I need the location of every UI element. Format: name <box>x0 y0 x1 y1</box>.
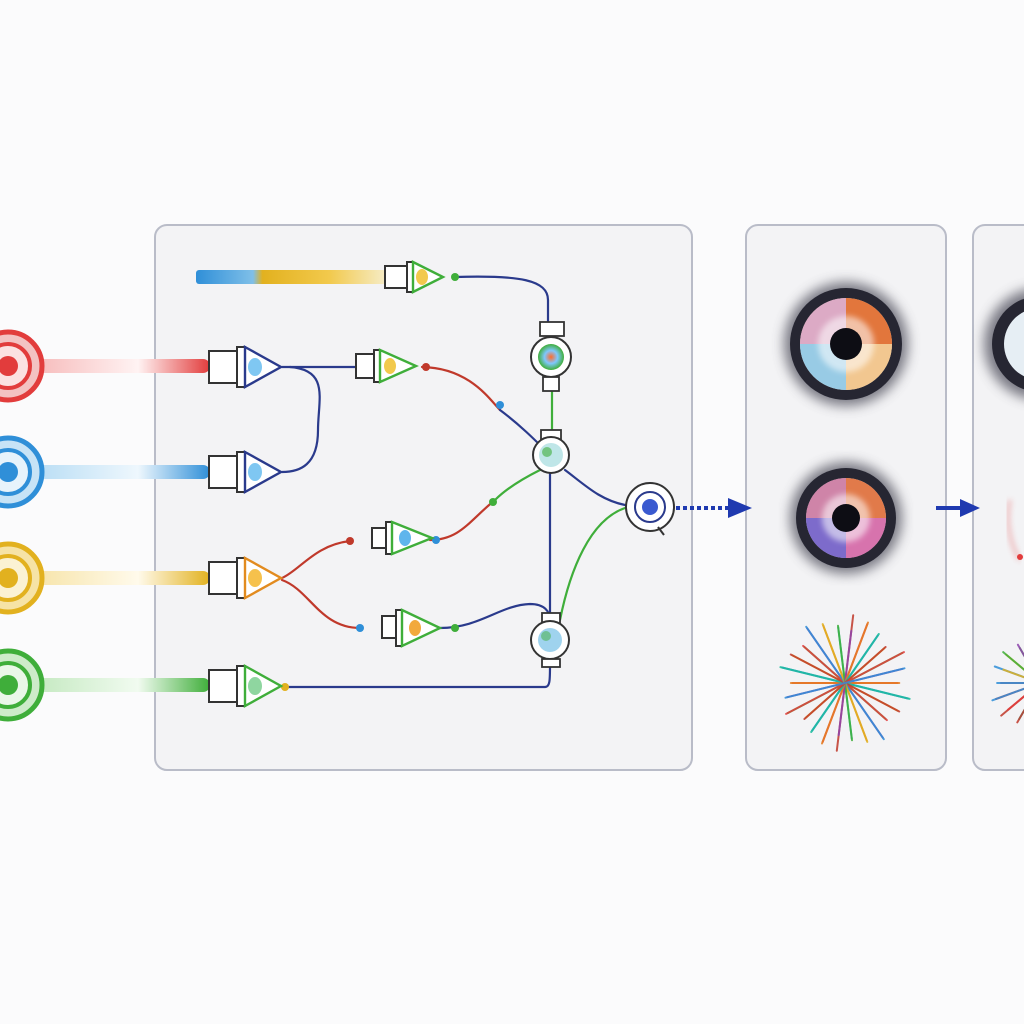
wires <box>280 273 627 691</box>
splitter-icon <box>371 520 436 556</box>
splitter-icon <box>208 663 284 709</box>
beam-yellow <box>30 571 210 585</box>
output-partial-beam <box>1006 499 1023 561</box>
splitter-icon <box>384 260 446 294</box>
beam-blue <box>30 465 210 479</box>
wire <box>558 506 627 622</box>
source-blue <box>0 435 210 509</box>
burst-ray <box>991 687 1024 702</box>
target-icon <box>0 541 45 615</box>
arrow-right-icon <box>936 499 980 517</box>
wire <box>280 578 362 630</box>
wire <box>563 468 627 507</box>
top-input-bar <box>196 270 386 284</box>
source-yellow <box>0 541 210 615</box>
combiner-icon <box>530 612 570 668</box>
wire <box>280 539 352 580</box>
splitter-icon <box>208 555 284 601</box>
burst-ray <box>1002 651 1024 671</box>
combiner-icon <box>530 321 572 392</box>
source-red <box>0 329 210 403</box>
target-icon <box>0 435 45 509</box>
beam-green <box>30 678 210 692</box>
radial-burst-icon <box>779 614 911 752</box>
splitters <box>208 260 446 709</box>
wire <box>280 663 552 689</box>
burst-ray <box>1007 695 1024 711</box>
output-lens-icon <box>625 482 675 536</box>
radial-burst-icon <box>991 643 1024 724</box>
combiner-icon <box>532 429 570 474</box>
splitter-icon <box>355 348 419 384</box>
splitter-icon <box>381 608 443 648</box>
wire <box>438 602 552 630</box>
combiners <box>530 321 572 668</box>
beam-red <box>30 359 210 373</box>
burst-ray <box>784 667 906 699</box>
vortex-beam-icon <box>784 282 908 406</box>
vortex-beam-icon <box>984 290 1024 398</box>
wire <box>453 275 550 332</box>
splitter-icon <box>208 344 284 390</box>
burst-ray <box>1002 668 1024 679</box>
wire <box>280 365 321 474</box>
source-green <box>0 648 210 722</box>
arrow-right-icon <box>676 498 752 518</box>
splitter-icon <box>208 449 284 495</box>
vortex-beam-icon <box>790 462 902 574</box>
wire <box>493 468 542 502</box>
target-icon <box>0 648 45 722</box>
target-icon <box>0 329 45 403</box>
